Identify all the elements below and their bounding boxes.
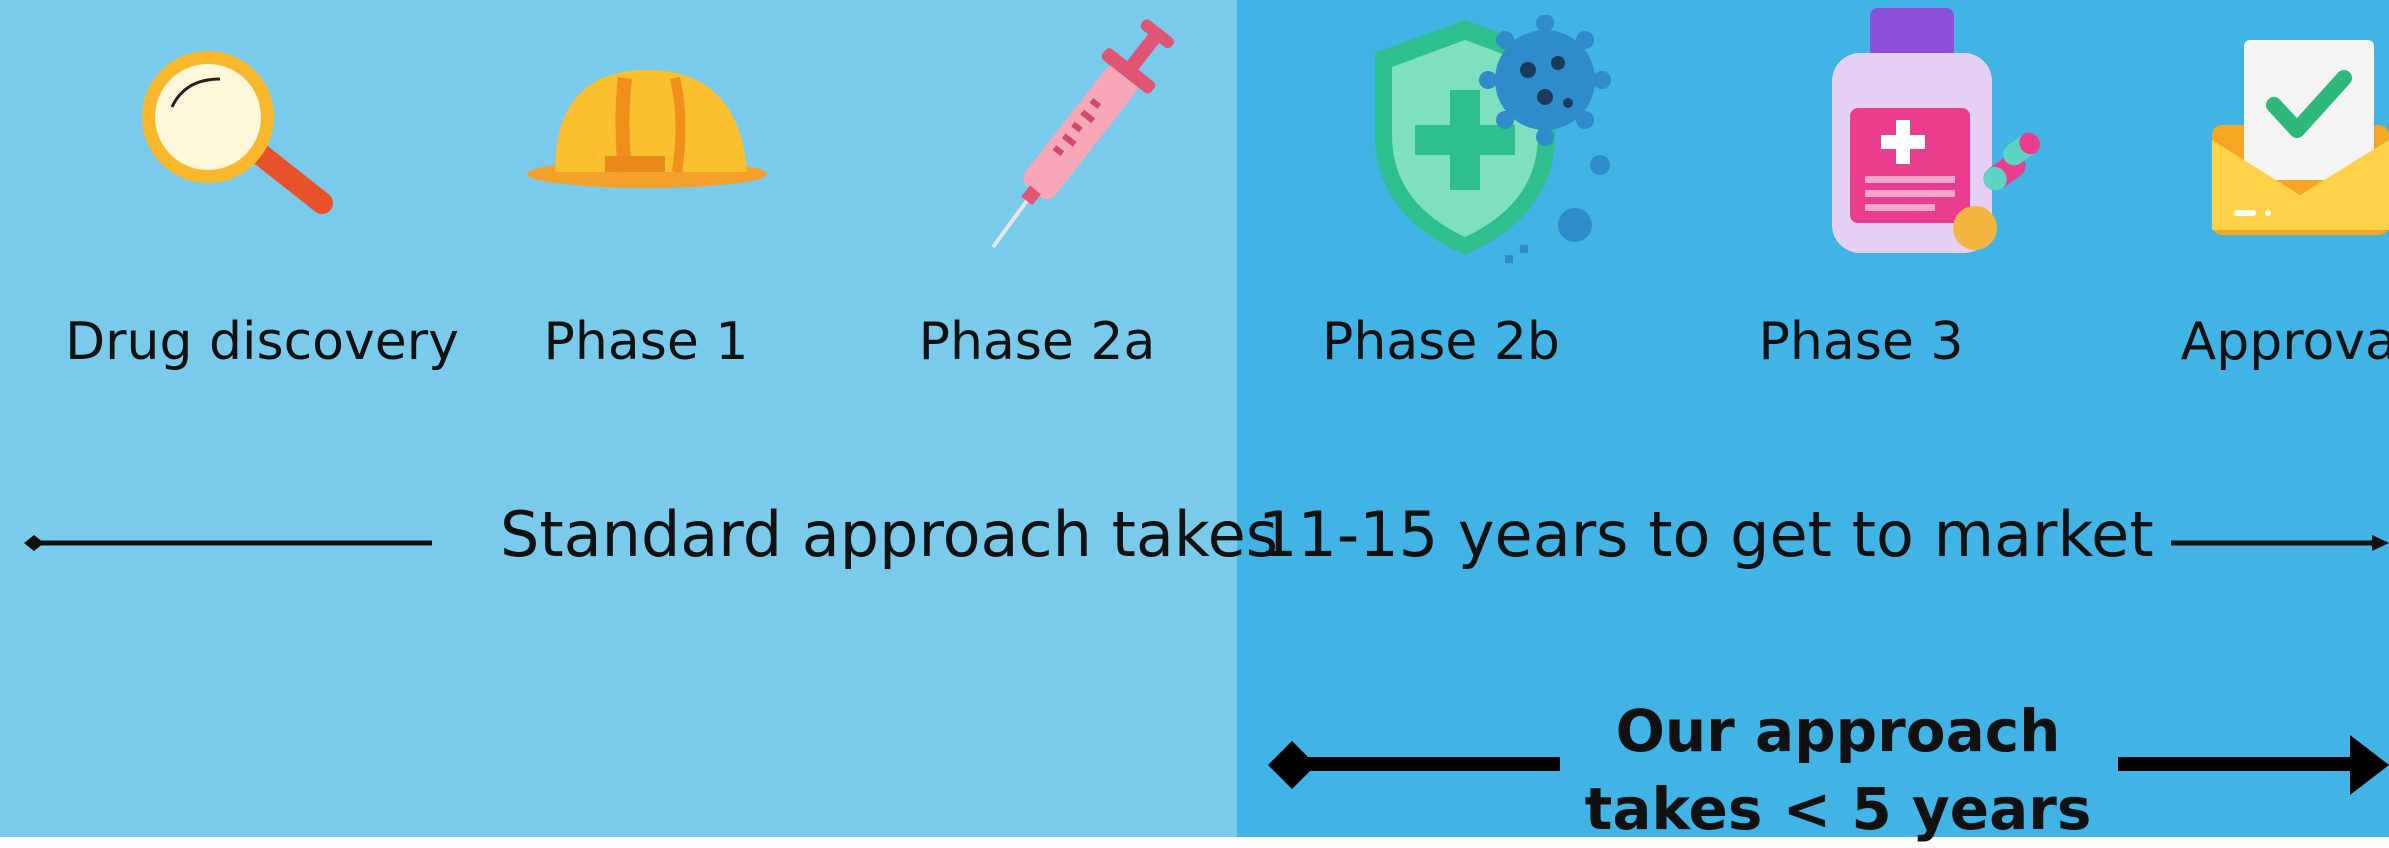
standard-timeline-arrow-left bbox=[24, 535, 432, 551]
phase-label-phase-1: Phase 1 bbox=[543, 312, 749, 372]
phase-label-phase-2b: Phase 2b bbox=[1322, 312, 1560, 372]
virus-shield-icon bbox=[1375, 15, 1611, 263]
approval-envelope-icon bbox=[2212, 40, 2389, 235]
standard-approach-text-right: 11-15 years to get to market bbox=[1258, 498, 2154, 571]
hard-hat-icon bbox=[527, 70, 767, 188]
our-approach-arrow-right bbox=[2118, 735, 2389, 795]
standard-approach-text-left: Standard approach takes bbox=[500, 498, 1279, 571]
phase-label-drug-discovery: Drug discovery bbox=[65, 312, 459, 372]
medicine-bottle-icon bbox=[1832, 8, 2040, 253]
our-approach-line-2: takes < 5 years bbox=[1584, 775, 2092, 843]
our-approach-arrow-left bbox=[1268, 741, 1560, 789]
phase-label-approval: Approval bbox=[2180, 312, 2389, 372]
standard-timeline-arrow-right bbox=[2171, 535, 2389, 551]
phase-label-phase-3: Phase 3 bbox=[1758, 312, 1964, 372]
our-approach-line-1: Our approach bbox=[1615, 697, 2061, 765]
our-approach-text: Our approach takes < 5 years bbox=[1585, 692, 2092, 848]
phase-label-phase-2a: Phase 2a bbox=[918, 312, 1156, 372]
magnifier-icon bbox=[142, 51, 333, 214]
syringe-icon bbox=[991, 19, 1175, 249]
